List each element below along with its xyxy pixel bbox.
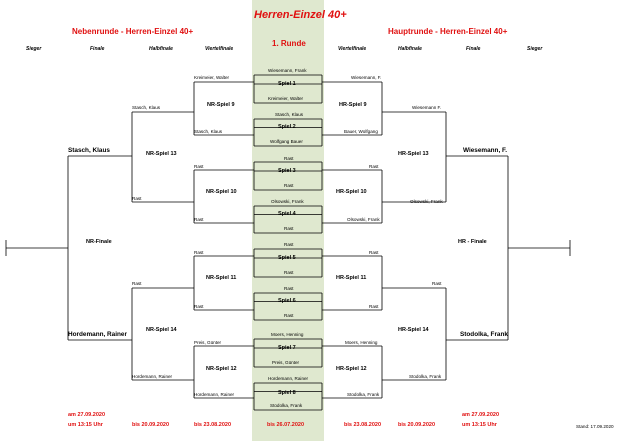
hr-sf-bottom: Olsowski, Frank — [410, 199, 443, 204]
col-right-quarter: Viertelfinale — [338, 46, 367, 52]
left-final-deadline: bis 20.09.2020 — [132, 422, 170, 428]
nr-sf-top: Stasch, Klaus — [132, 105, 161, 110]
nr-qf-bottom: Stasch, Klaus — [194, 129, 223, 134]
hr-qf-bottom: Olsowski, Frank — [347, 217, 380, 222]
nr-qf-label: NR-Spiel 10 — [206, 189, 237, 195]
col-right-semi: Halbfinale — [398, 46, 422, 52]
nr-sf-bottom: Hordemann, Rainer — [132, 374, 173, 379]
nr-final-label: NR-Finale — [86, 239, 112, 245]
round-title: 1. Runde — [272, 39, 306, 48]
nr-sf-bottom: Rast — [132, 196, 142, 201]
nr-qf-top: Kreimeier, Walter — [194, 75, 230, 80]
hr-sf-top: Wiesemann F. — [412, 105, 442, 110]
col-left-quarter: Viertelfinale — [205, 46, 234, 52]
r1-bottom-name: Preis, Günter — [272, 360, 300, 365]
r1-top-name: Olsowski, Frank — [271, 199, 304, 204]
hr-qf-top: Rast — [369, 164, 379, 169]
r1-top-name: Rast — [284, 242, 294, 247]
first-round-band — [252, 0, 324, 441]
r1-game-label: Spiel 1 — [278, 81, 296, 87]
nr-sf-label: NR-Spiel 14 — [146, 327, 177, 333]
r1-bottom-name: Rast — [284, 313, 294, 318]
r1-game-label: Spiel 4 — [278, 211, 296, 217]
hr-sf-label: HR-Spiel 13 — [398, 151, 429, 157]
center-deadline: bis 26.07.2020 — [267, 422, 305, 428]
stand-date: Stand: 17.09.2020 — [576, 424, 614, 429]
r1-game-label: Spiel 5 — [278, 255, 296, 261]
r1-top-name: Hordemann, Rainer — [268, 376, 309, 381]
r1-bottom-name: Rast — [284, 270, 294, 275]
col-right-winner: Sieger — [527, 46, 543, 52]
left-section-title: Nebenrunde - Herren-Einzel 40+ — [72, 27, 194, 36]
right-final-deadline: bis 20.09.2020 — [398, 422, 436, 428]
r1-top-name: Moers, Henning — [271, 332, 304, 337]
nr-qf-bottom: Hordemann, Rainer — [194, 392, 235, 397]
hr-qf-top: Rast — [369, 250, 379, 255]
nr-qf-bottom: Rast — [194, 217, 204, 222]
hr-qf-bottom: Bauer, Wolfgang — [344, 129, 378, 134]
r1-game-label: Spiel 6 — [278, 298, 296, 304]
hr-sf-top: Rast — [432, 281, 442, 286]
hr-final-bottom: Stodolka, Frank — [460, 331, 508, 338]
r1-game-label: Spiel 8 — [278, 390, 296, 396]
page-title: Herren-Einzel 40+ — [254, 9, 347, 21]
right-section-title: Hauptrunde - Herren-Einzel 40+ — [388, 27, 508, 36]
left-winner-time: um 13:15 Uhr — [68, 422, 103, 428]
r1-bottom-name: Kreimeier, Walter — [268, 96, 304, 101]
r1-game-label: Spiel 7 — [278, 345, 296, 351]
nr-final-top: Stasch, Klaus — [68, 147, 110, 154]
r1-top-name: Stasch, Klaus — [275, 112, 304, 117]
r1-bottom-name: Rast — [284, 226, 294, 231]
nr-qf-top: Rast — [194, 164, 204, 169]
r1-game-label: Spiel 3 — [278, 168, 296, 174]
nr-qf-bottom: Rast — [194, 304, 204, 309]
nr-sf-label: NR-Spiel 13 — [146, 151, 177, 157]
r1-top-name: Rast — [284, 156, 294, 161]
nr-qf-top: Preis, Günter — [194, 340, 222, 345]
right-winner-date: am 27.09.2020 — [462, 412, 500, 418]
nr-qf-label: NR-Spiel 11 — [206, 275, 237, 281]
nr-qf-label: NR-Spiel 9 — [207, 102, 235, 108]
r1-top-name: Wiesemann, Frank — [268, 68, 307, 73]
col-left-winner: Sieger — [26, 46, 42, 52]
nr-qf-label: NR-Spiel 12 — [206, 366, 237, 372]
hr-sf-label: HR-Spiel 14 — [398, 327, 429, 333]
nr-final-bottom: Hordemann, Rainer — [68, 331, 127, 338]
hr-sf-bottom: Stodolka, Frank — [409, 374, 442, 379]
left-semi-deadline: bis 23.08.2020 — [194, 422, 232, 428]
hr-qf-top: Wiesemann, F. — [351, 75, 382, 80]
nr-qf-top: Rast — [194, 250, 204, 255]
hr-qf-top: Moers, Henning — [345, 340, 378, 345]
right-winner-time: um 13:15 Uhr — [462, 422, 497, 428]
nr-sf-top: Rast — [132, 281, 142, 286]
r1-bottom-name: Rast — [284, 183, 294, 188]
col-right-final: Finale — [466, 46, 481, 52]
r1-bottom-name: Stodolka, Frank — [270, 403, 303, 408]
hr-final-label: HR - Finale — [458, 239, 487, 245]
r1-game-label: Spiel 2 — [278, 124, 296, 130]
hr-qf-label: HR-Spiel 11 — [336, 275, 367, 281]
r1-top-name: Rast — [284, 286, 294, 291]
right-semi-deadline: bis 23.08.2020 — [344, 422, 382, 428]
hr-qf-label: HR-Spiel 10 — [336, 189, 367, 195]
hr-qf-label: HR-Spiel 9 — [339, 102, 367, 108]
hr-qf-bottom: Stodolka, Frank — [347, 392, 380, 397]
hr-qf-bottom: Rast — [369, 304, 379, 309]
col-left-final: Finale — [90, 46, 105, 52]
hr-final-top: Wiesemann, F. — [463, 147, 507, 154]
hr-qf-label: HR-Spiel 12 — [336, 366, 367, 372]
col-left-semi: Halbfinale — [149, 46, 173, 52]
r1-bottom-name: Wolfgang Bauer — [270, 139, 303, 144]
left-winner-date: am 27.09.2020 — [68, 412, 106, 418]
